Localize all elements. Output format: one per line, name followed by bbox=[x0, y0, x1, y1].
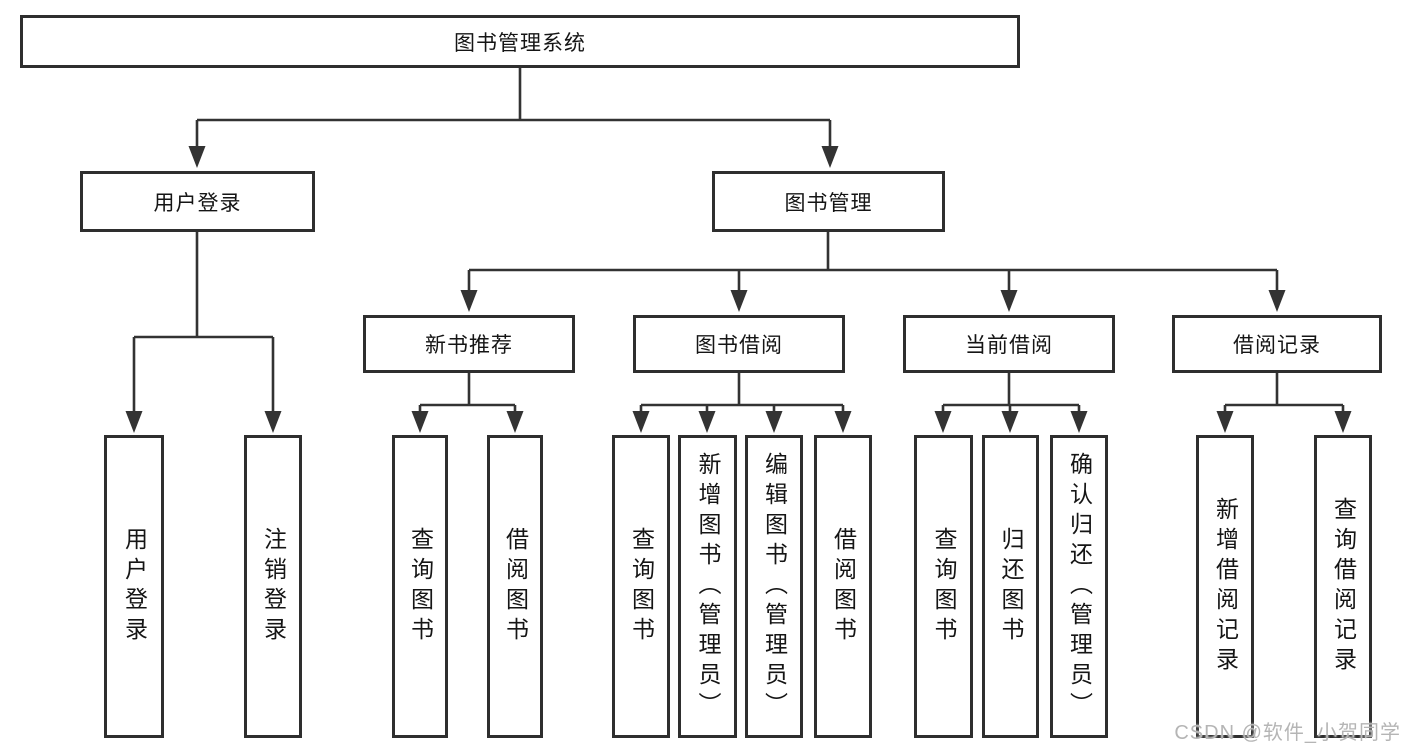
node-current-borrow: 当前借阅 bbox=[903, 315, 1115, 373]
node-book-management: 图书管理 bbox=[712, 171, 945, 232]
node-library-system: 图书管理系统 bbox=[20, 15, 1020, 68]
leaf-add-borrow-record: 新增借阅记录 bbox=[1196, 435, 1254, 738]
leaf-query-books-borrow: 查询图书 bbox=[612, 435, 670, 738]
leaf-logout: 注销登录 bbox=[244, 435, 302, 738]
leaf-user-login: 用户登录 bbox=[104, 435, 164, 738]
leaf-confirm-return-admin: 确认归还（管理员） bbox=[1050, 435, 1108, 738]
node-new-book-recommend: 新书推荐 bbox=[363, 315, 575, 373]
leaf-query-books-recommend: 查询图书 bbox=[392, 435, 448, 738]
leaf-add-book-admin: 新增图书（管理员） bbox=[678, 435, 737, 738]
arrowheads bbox=[125, 146, 1352, 433]
node-book-borrow: 图书借阅 bbox=[633, 315, 845, 373]
leaf-return-books: 归还图书 bbox=[982, 435, 1039, 738]
leaf-edit-book-admin: 编辑图书（管理员） bbox=[745, 435, 803, 738]
node-user-login: 用户登录 bbox=[80, 171, 315, 232]
leaf-query-books-current: 查询图书 bbox=[914, 435, 973, 738]
leaf-borrow-books-recommend: 借阅图书 bbox=[487, 435, 543, 738]
leaf-query-borrow-record: 查询借阅记录 bbox=[1314, 435, 1372, 738]
leaf-borrow-books: 借阅图书 bbox=[814, 435, 872, 738]
node-borrow-records: 借阅记录 bbox=[1172, 315, 1382, 373]
